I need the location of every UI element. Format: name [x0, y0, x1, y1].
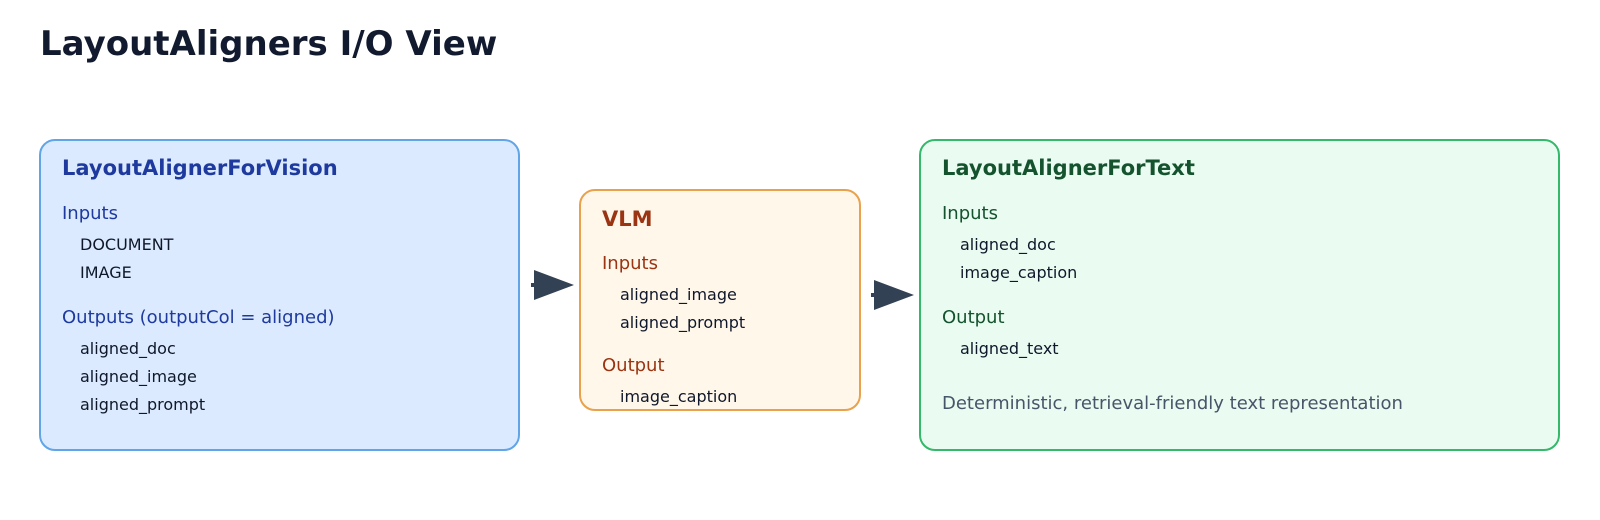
- arrow-vlm-to-text-head: [874, 280, 914, 310]
- vision-output-item: aligned_doc: [80, 339, 176, 358]
- vision-output-item: aligned_prompt: [80, 395, 206, 414]
- layout-aligner-for-text-box: [919, 139, 1560, 451]
- vision-input-item: DOCUMENT: [80, 235, 174, 254]
- vlm-output-label: Output: [602, 355, 665, 376]
- text-input-item: image_caption: [960, 263, 1078, 282]
- text-inputs-label: Inputs: [942, 203, 998, 224]
- text-output-label: Output: [942, 307, 1005, 328]
- text-input-item: aligned_doc: [960, 235, 1056, 254]
- arrow-vision-to-vlm: [531, 270, 574, 300]
- vlm-input-item: aligned_image: [620, 285, 737, 304]
- arrow-vlm-to-text: [871, 280, 914, 310]
- vision-inputs-label: Inputs: [62, 203, 118, 224]
- vision-box-title: LayoutAlignerForVision: [62, 156, 338, 180]
- vlm-inputs-label: Inputs: [602, 253, 658, 274]
- arrow-vision-to-vlm-head: [534, 270, 574, 300]
- vlm-box-title: VLM: [602, 207, 653, 231]
- vision-input-item: IMAGE: [80, 263, 132, 282]
- layout-aligner-for-vision-box: [39, 139, 520, 451]
- vision-outputs-label: Outputs (outputCol = aligned): [62, 307, 335, 328]
- text-box-note: Deterministic, retrieval-friendly text r…: [942, 393, 1403, 414]
- text-output-item: aligned_text: [960, 339, 1059, 358]
- vision-output-item: aligned_image: [80, 367, 197, 386]
- text-box-title: LayoutAlignerForText: [942, 156, 1195, 180]
- page-title: LayoutAligners I/O View: [40, 24, 498, 64]
- vlm-box: [579, 189, 861, 411]
- vlm-output-item: image_caption: [620, 387, 738, 406]
- vlm-input-item: aligned_prompt: [620, 313, 746, 332]
